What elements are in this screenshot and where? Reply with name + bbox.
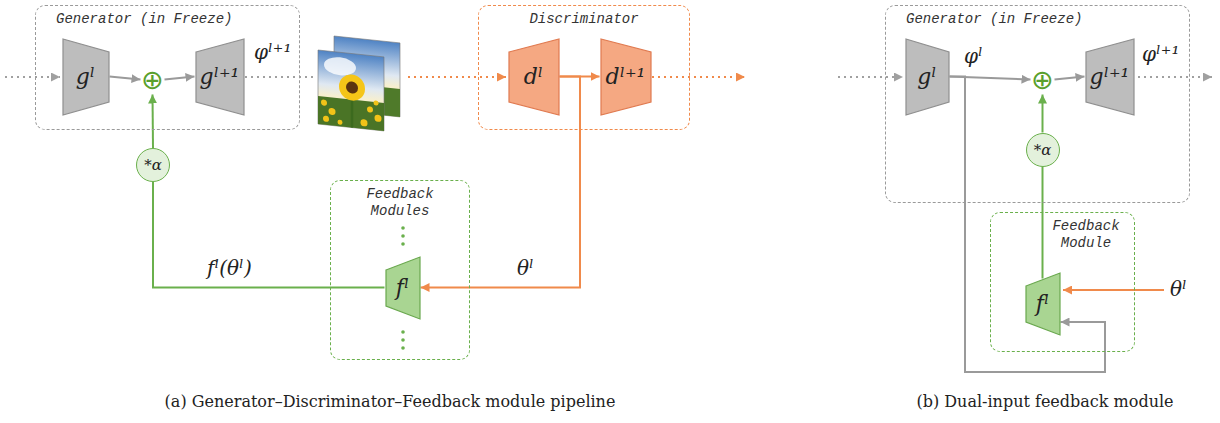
node-label: *α bbox=[144, 156, 162, 174]
connector bbox=[165, 77, 195, 80]
connector bbox=[152, 95, 155, 149]
image-flow bbox=[408, 76, 506, 78]
node-label: gˡ⁺¹ bbox=[200, 64, 240, 90]
layer-trapezoid: dˡ⁺¹ bbox=[600, 38, 652, 116]
node-label: fˡ bbox=[396, 275, 409, 301]
generated-image bbox=[318, 50, 384, 131]
discriminator-feature-flow bbox=[1063, 289, 1164, 291]
sunflower-center bbox=[346, 81, 358, 94]
trapezoid-outline bbox=[386, 257, 420, 319]
node-label: dˡ⁺¹ bbox=[606, 64, 646, 90]
layer-trapezoid: gˡ bbox=[905, 38, 950, 116]
node-label: gˡ bbox=[917, 64, 936, 90]
group-heading: Discriminator bbox=[529, 11, 638, 28]
output-flow bbox=[1132, 76, 1212, 78]
trapezoid-outline bbox=[509, 39, 559, 115]
scale-circle: *α bbox=[136, 148, 170, 182]
output-flow bbox=[652, 76, 745, 78]
group-heading: Feedback Modules bbox=[355, 186, 445, 220]
connector bbox=[153, 182, 385, 288]
dashed-group-box: Feedback Module fˡ bbox=[990, 212, 1135, 352]
node-label: fˡ bbox=[1036, 291, 1049, 317]
sunflower-petals bbox=[339, 73, 365, 102]
signal-name: φˡ⁺¹ bbox=[252, 40, 293, 64]
sun-glow bbox=[324, 56, 356, 77]
node-label: gˡ bbox=[76, 64, 95, 90]
trapezoid-outline bbox=[196, 39, 244, 115]
sum-symbol: ⊕ bbox=[141, 65, 165, 95]
node-label: ⊕ bbox=[141, 68, 164, 92]
connector bbox=[1042, 167, 1044, 279]
dashed-group-box: Generator (in Freeze) gˡ ⊕ gˡ⁺¹ bbox=[35, 5, 300, 130]
trapezoid-outline bbox=[906, 39, 949, 115]
connector bbox=[1055, 77, 1085, 80]
edge-label: φˡ bbox=[962, 44, 985, 68]
connector bbox=[110, 77, 141, 80]
group-heading: Generator (in Freeze) bbox=[56, 11, 232, 28]
layer-trapezoid: gˡ⁺¹ bbox=[1085, 38, 1135, 116]
trapezoid-outline bbox=[63, 39, 109, 115]
input-flow bbox=[5, 76, 60, 78]
dashed-group-box: Discriminator dˡ dˡ⁺¹ bbox=[478, 5, 690, 130]
layer-trapezoid: gˡ⁺¹ bbox=[195, 38, 245, 116]
signal-name: θˡ bbox=[1168, 277, 1189, 301]
sub-caption: (a) Generator–Discriminator–Feedback mod… bbox=[130, 392, 650, 412]
trapezoid-outline bbox=[1086, 39, 1134, 115]
edge-label: θˡ bbox=[515, 256, 536, 280]
dashed-group-box: Feedback Modules fˡ bbox=[330, 180, 470, 360]
edge-label: fˡ(θˡ) bbox=[205, 256, 254, 280]
photo-front bbox=[318, 50, 384, 131]
group-heading: Feedback Module bbox=[1046, 218, 1126, 252]
scale-circle: *α bbox=[1026, 133, 1060, 167]
sum-symbol: ⊕ bbox=[1031, 65, 1055, 95]
output-flow bbox=[245, 76, 316, 78]
node-label: ⊕ bbox=[1031, 68, 1054, 92]
sub-caption: (b) Dual-input feedback module bbox=[890, 392, 1200, 412]
node-label: gˡ⁺¹ bbox=[1090, 64, 1130, 90]
layer-trapezoid: gˡ bbox=[62, 38, 110, 116]
dashed-group-box: Generator (in Freeze) gˡ ⊕ gˡ⁺¹ *α bbox=[885, 5, 1190, 203]
node-label: dˡ bbox=[524, 64, 543, 90]
input-flow bbox=[838, 76, 903, 78]
layer-trapezoid: fˡ bbox=[385, 256, 421, 320]
signal-name: φˡ⁺¹ bbox=[1140, 42, 1181, 66]
node-label: *α bbox=[1034, 141, 1052, 159]
trapezoid-outline bbox=[601, 39, 651, 115]
layer-trapezoid: dˡ bbox=[508, 38, 560, 116]
layer-trapezoid: fˡ bbox=[1025, 272, 1061, 336]
group-heading: Generator (in Freeze) bbox=[906, 11, 1082, 28]
connector bbox=[1042, 95, 1044, 133]
trapezoid-outline bbox=[1026, 273, 1060, 335]
